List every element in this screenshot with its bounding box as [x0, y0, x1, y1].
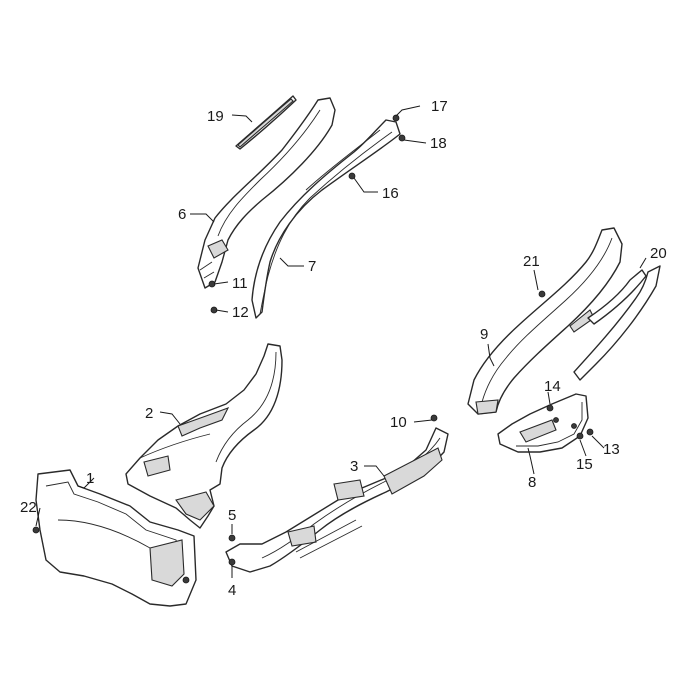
part-3-footboard-strip — [225, 427, 449, 573]
label-11: 11 — [232, 275, 248, 292]
part-labels: 19 17 18 16 6 7 11 12 2 1 22 5 4 3 10 9 … — [20, 98, 667, 599]
label-14: 14 — [544, 378, 561, 395]
label-21: 21 — [523, 253, 540, 270]
part-2-floor-panel — [125, 343, 283, 529]
label-1: 1 — [86, 470, 94, 487]
fastener-13 — [586, 428, 594, 436]
label-17: 17 — [431, 98, 448, 115]
label-8: 8 — [528, 474, 536, 491]
fastener-10 — [430, 414, 438, 422]
label-2: 2 — [145, 405, 153, 422]
label-19: 19 — [207, 108, 224, 125]
label-13: 13 — [603, 441, 620, 458]
fasteners — [32, 114, 594, 566]
label-6: 6 — [178, 206, 186, 223]
part-19-trim-strip — [235, 95, 297, 150]
fastener-5 — [228, 534, 236, 542]
part-6-upper-side-panel — [197, 97, 336, 289]
label-15: 15 — [576, 456, 593, 473]
part-7-long-curved-panel — [251, 119, 401, 319]
fastener-17 — [392, 114, 400, 122]
label-7: 7 — [308, 258, 316, 275]
fastener-18 — [398, 134, 406, 142]
fastener-4 — [228, 558, 236, 566]
label-3: 3 — [350, 458, 358, 475]
fastener-14 — [546, 404, 554, 412]
label-16: 16 — [382, 185, 399, 202]
fastener-22 — [32, 526, 40, 534]
label-10: 10 — [390, 414, 407, 431]
label-18: 18 — [430, 135, 447, 152]
part-20-right-trim-strip — [573, 265, 661, 381]
fastener-16 — [348, 172, 356, 180]
label-4: 4 — [228, 582, 236, 599]
label-9: 9 — [480, 326, 488, 343]
part-8-right-lower-panel — [497, 393, 589, 453]
leader-lines — [35, 105, 647, 578]
part-9-right-upper-panel — [467, 227, 623, 415]
part-1-front-lower-cover — [35, 469, 197, 607]
fastener-15 — [576, 432, 584, 440]
label-20: 20 — [650, 245, 667, 262]
label-5: 5 — [228, 507, 236, 524]
fastener-21 — [538, 290, 546, 298]
label-12: 12 — [232, 304, 249, 321]
label-22: 22 — [20, 499, 37, 516]
